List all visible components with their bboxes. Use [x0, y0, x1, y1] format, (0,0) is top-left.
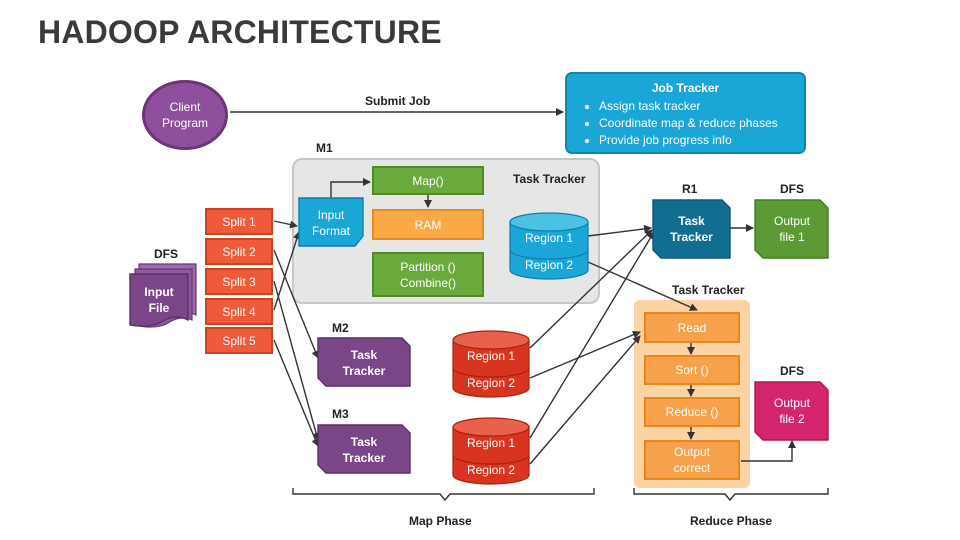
- job-tracker-bullets: Assign task tracker Coordinate map & red…: [577, 98, 794, 149]
- r1-task-tracker: Task Tracker: [655, 212, 728, 246]
- m2-line1: Task: [350, 348, 378, 362]
- m3-label: M3: [332, 407, 349, 421]
- split-4: Split 4: [205, 298, 273, 325]
- m3-task-tracker: Task Tracker: [320, 433, 408, 467]
- input-file-line2: File: [148, 301, 170, 315]
- output1-line1: Output: [773, 214, 811, 228]
- output-correct-line2: correct: [673, 461, 711, 475]
- m3-region-1: Region 1: [466, 436, 516, 450]
- job-tracker-heading: Job Tracker: [651, 81, 720, 95]
- read-node: Read: [644, 312, 740, 343]
- output2-line1: Output: [773, 396, 811, 410]
- m2-line2: Tracker: [342, 364, 386, 378]
- r1-line2: Tracker: [670, 230, 713, 244]
- output-file-2: Output file 2: [757, 394, 827, 428]
- m2-task-tracker: Task Tracker: [320, 346, 408, 380]
- partition-combine-node: Partition () Combine(): [372, 252, 484, 297]
- reduce-task-tracker-label: Task Tracker: [672, 283, 745, 297]
- m2-region-1: Region 1: [466, 349, 516, 363]
- input-file-label: Input File: [130, 282, 188, 318]
- input-format-line2: Format: [311, 224, 350, 238]
- m3-region-2: Region 2: [466, 463, 516, 477]
- client-program-node: Client Program: [142, 80, 228, 150]
- client-line1: Client: [169, 100, 201, 114]
- dfs-output1-label: DFS: [780, 182, 804, 196]
- partition-line2: Combine(): [399, 275, 456, 290]
- m1-task-tracker-label: Task Tracker: [513, 172, 586, 186]
- job-tracker-bullet: Provide job progress info: [599, 132, 794, 149]
- reduce-phase-label: Reduce Phase: [690, 514, 773, 528]
- output-correct-line1: Output: [673, 445, 711, 459]
- submit-job-label: Submit Job: [365, 94, 431, 108]
- m2-label: M2: [332, 321, 349, 335]
- m2-region-2: Region 2: [466, 376, 516, 390]
- split-5: Split 5: [205, 327, 273, 354]
- split-2: Split 2: [205, 238, 273, 265]
- job-tracker-bullet: Assign task tracker: [599, 98, 794, 115]
- partition-line1: Partition (): [400, 259, 456, 274]
- r1-line1: Task: [678, 214, 705, 228]
- m3-line2: Tracker: [342, 451, 386, 465]
- split-3: Split 3: [205, 268, 273, 295]
- m1-label: M1: [316, 141, 333, 155]
- map-node: Map(): [372, 166, 484, 195]
- input-format-node: Input Format: [299, 205, 363, 241]
- job-tracker-bullet: Coordinate map & reduce phases: [599, 115, 794, 132]
- ram-node: RAM: [372, 209, 484, 240]
- output1-line2: file 1: [779, 230, 805, 244]
- input-format-line1: Input: [317, 208, 345, 222]
- output-file-1: Output file 1: [757, 212, 827, 246]
- input-file-line1: Input: [144, 285, 174, 299]
- split-1: Split 1: [205, 208, 273, 235]
- r1-label: R1: [682, 182, 698, 196]
- client-line2: Program: [161, 116, 208, 130]
- sort-node: Sort (): [644, 355, 740, 385]
- output-correct-node: Output correct: [644, 440, 740, 480]
- dfs-output2-label: DFS: [780, 364, 804, 378]
- dfs-input-label: DFS: [154, 247, 178, 261]
- output2-line2: file 2: [779, 412, 805, 426]
- job-tracker-box: Job Tracker Assign task tracker Coordina…: [565, 72, 806, 154]
- m1-region-2: Region 2: [524, 258, 574, 272]
- m1-region-1: Region 1: [524, 231, 574, 245]
- m3-line1: Task: [350, 435, 378, 449]
- map-phase-label: Map Phase: [409, 514, 472, 528]
- reduce-node: Reduce (): [644, 397, 740, 427]
- page-title: HADOOP ARCHITECTURE: [38, 14, 442, 50]
